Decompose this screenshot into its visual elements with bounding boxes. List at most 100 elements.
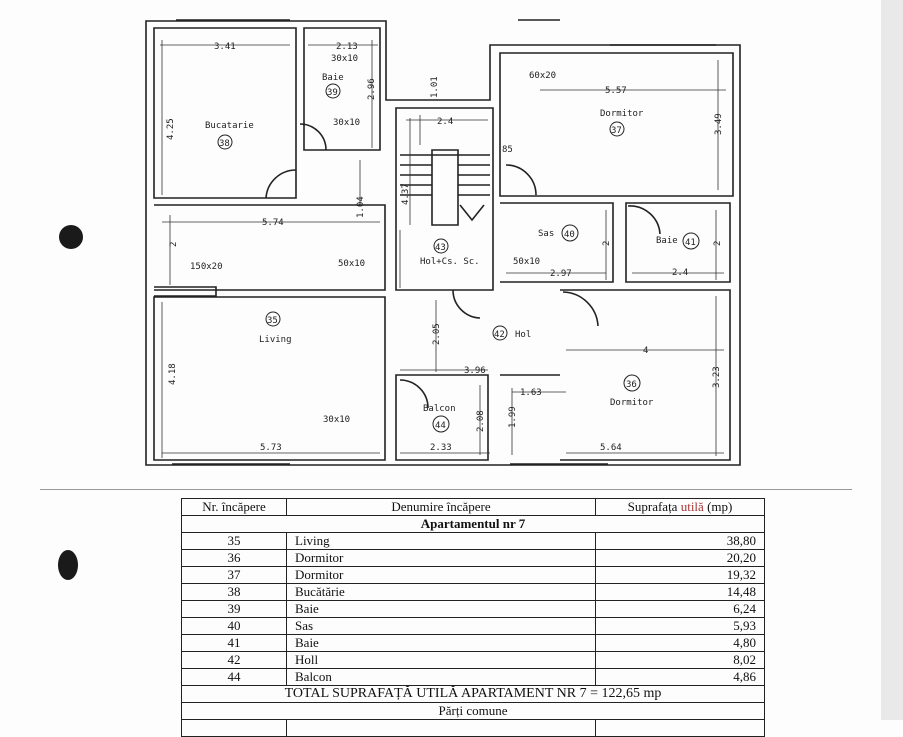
room-name: Balcon: [286, 668, 596, 686]
room-number: 43: [435, 243, 446, 253]
room-name: Dormitor: [610, 398, 654, 408]
room-name: Baie: [286, 600, 596, 618]
page-edge: [881, 0, 903, 720]
dim-label: 1.01: [430, 76, 440, 98]
dim-label: 2.05: [432, 323, 442, 345]
dim-label: 2.4: [672, 268, 688, 278]
dimensions: 3.41 2.13 30x10 2.96 30x10 1.01 2.4 85 6…: [166, 42, 724, 453]
dim-label: 50x10: [338, 259, 365, 269]
section-title: Apartamentul nr 7: [181, 515, 765, 533]
room-area: 20,20: [595, 549, 765, 567]
room-number: 39: [327, 88, 338, 98]
dim-label: 1.63: [520, 388, 542, 398]
dim-label: 150x20: [190, 262, 223, 272]
room-nr: 35: [181, 532, 287, 550]
room-name: Bucatarie: [205, 121, 254, 131]
room-number: 41: [685, 238, 696, 248]
punch-hole: [58, 550, 78, 580]
dim-label: 2.4: [437, 117, 453, 127]
dim-label: 5.74: [262, 218, 284, 228]
room-name: Baie: [656, 236, 678, 246]
room-name: Bucătărie: [286, 583, 596, 601]
dim-label: 5.73: [260, 443, 282, 453]
room-nr: 44: [181, 668, 287, 686]
room-area: 14,48: [595, 583, 765, 601]
dim-label: 30x10: [333, 118, 360, 128]
room-number: 38: [219, 139, 230, 149]
dim-label: 50x10: [513, 257, 540, 267]
room-nr: 39: [181, 600, 287, 618]
floor-plan: Bucatarie 38 Baie 39 Dormitor 37 43 Hol+…: [145, 19, 741, 466]
dim-label: 2.97: [550, 269, 572, 279]
wall-outer: [145, 20, 741, 466]
room-name: Hol+Cs. Sc.: [420, 257, 480, 267]
room-number: 40: [564, 230, 575, 240]
room-area: 19,32: [595, 566, 765, 584]
dim-label: 4.37: [401, 183, 411, 205]
room-name: Sas: [286, 617, 596, 635]
room-number: 44: [435, 421, 446, 431]
dim-label: 5.64: [600, 443, 622, 453]
dim-label: 2.08: [476, 410, 486, 432]
header-area: Suprafața utilă (mp): [595, 498, 765, 516]
room-number: 37: [611, 126, 622, 136]
room-area: 38,80: [595, 532, 765, 550]
dim-label: 60x20: [529, 71, 556, 81]
header-nr: Nr. încăpere: [181, 498, 287, 516]
dim-label: 2: [169, 242, 179, 247]
room-number: 35: [267, 316, 278, 326]
room-name: Dormitor: [286, 566, 596, 584]
dim-label: 30x10: [323, 415, 350, 425]
room-area: 4,80: [595, 634, 765, 652]
room-name: Baie: [286, 634, 596, 652]
room-number: 36: [626, 380, 637, 390]
dim-label: 1.04: [356, 196, 366, 218]
room-name: Holl: [286, 651, 596, 669]
room-nr: 37: [181, 566, 287, 584]
header-name: Denumire încăpere: [286, 498, 596, 516]
room-nr: 38: [181, 583, 287, 601]
room-name: Dormitor: [286, 549, 596, 567]
room-nr: 42: [181, 651, 287, 669]
dim-label: 3.23: [712, 366, 722, 388]
dim-label: 2.96: [367, 78, 377, 100]
room-area: 4,86: [595, 668, 765, 686]
dim-label: 2: [713, 241, 723, 246]
common-parts-title: Părți comune: [181, 702, 765, 720]
room-area: 8,02: [595, 651, 765, 669]
table-header: Nr. încăpere Denumire încăpere Suprafața…: [181, 498, 765, 516]
dim-label: 4.18: [168, 363, 178, 385]
dim-label: 3.41: [214, 42, 236, 52]
room-name: Living: [259, 335, 292, 345]
dim-label: 85: [502, 145, 513, 155]
total-row: TOTAL SUPRAFAȚĂ UTILĂ APARTAMENT NR 7 = …: [181, 685, 765, 703]
punch-hole: [59, 225, 83, 249]
room-nr: 41: [181, 634, 287, 652]
room-area-table: Nr. încăpere Denumire încăpere Suprafața…: [181, 498, 765, 737]
room-nr: 36: [181, 549, 287, 567]
dim-label: 3.96: [464, 366, 486, 376]
room-name: Baie: [322, 73, 344, 83]
dim-label: 30x10: [331, 54, 358, 64]
room-name: Sas: [538, 229, 554, 239]
room-name: Dormitor: [600, 109, 644, 119]
room-name: Living: [286, 532, 596, 550]
room-name: Hol: [515, 330, 531, 340]
dim-label: 4.25: [166, 118, 176, 140]
dim-label: 4: [643, 346, 648, 356]
room-area: 6,24: [595, 600, 765, 618]
room-number: 42: [494, 330, 505, 340]
dim-label: 2.13: [336, 42, 358, 52]
dim-label: 2.33: [430, 443, 452, 453]
room-nr: 40: [181, 617, 287, 635]
room-name: Balcon: [423, 404, 456, 414]
dim-label: 2: [602, 241, 612, 246]
